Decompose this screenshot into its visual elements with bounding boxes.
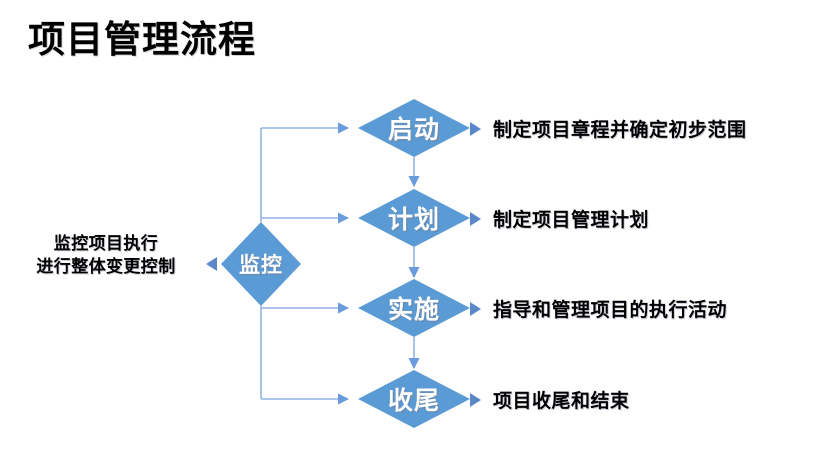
stage-description-planning: 制定项目管理计划	[469, 205, 649, 232]
monitor-note-line-2: 进行整体变更控制	[36, 256, 176, 276]
stage-description-closing: 项目收尾和结束	[469, 386, 630, 413]
triangle-left-icon	[206, 257, 217, 271]
triangle-right-icon	[470, 392, 481, 407]
diamond-shape	[358, 189, 470, 247]
stage-description-initiating: 制定项目章程并确定初步范围	[469, 115, 747, 142]
flow-node-label: 监控	[239, 254, 283, 277]
triangle-right-icon	[470, 211, 481, 226]
diamond-shape	[221, 222, 301, 306]
diamond-shape	[358, 279, 470, 337]
flow-node-label: 收尾	[387, 387, 440, 415]
flow-node-planning[interactable]: 计划	[358, 189, 470, 247]
stage-description-text: 制定项目管理计划	[493, 210, 650, 231]
stage-description-text: 制定项目章程并确定初步范围	[493, 120, 747, 141]
flow-node-executing[interactable]: 实施	[358, 279, 470, 337]
monitor-note-line-1: 监控项目执行	[53, 234, 159, 253]
stage-description-text: 指导和管理项目的执行活动	[493, 300, 728, 321]
diamond-shape	[358, 370, 470, 428]
monitor-note: 监控项目执行 进行整体变更控制	[6, 233, 206, 279]
flow-node-label: 启动	[387, 116, 440, 144]
diamond-shape	[358, 99, 470, 157]
page-title: 项目管理流程	[28, 19, 256, 60]
triangle-right-icon	[470, 301, 481, 316]
stage-description-executing: 指导和管理项目的执行活动	[469, 295, 727, 322]
flow-node-monitor[interactable]: 监控	[221, 222, 301, 306]
stage-description-text: 项目收尾和结束	[493, 391, 630, 412]
flow-node-closing[interactable]: 收尾	[358, 370, 470, 428]
flow-node-initiating[interactable]: 启动	[358, 99, 470, 157]
triangle-right-icon	[470, 121, 481, 136]
flow-node-label: 实施	[387, 296, 440, 324]
flow-node-label: 计划	[387, 206, 440, 234]
